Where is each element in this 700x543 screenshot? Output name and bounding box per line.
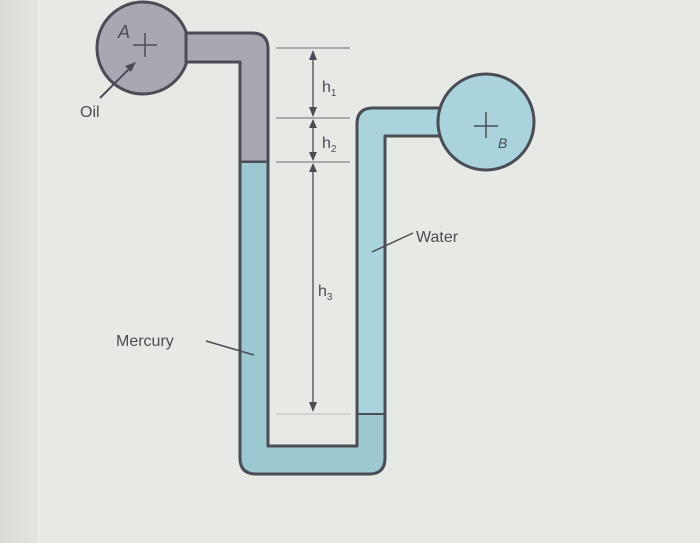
u-tube-bottom	[240, 414, 385, 474]
oil-tube	[184, 31, 270, 164]
water-leader	[371, 232, 414, 253]
mercury-label: Mercury	[116, 333, 174, 350]
h2-label: h2	[322, 135, 337, 155]
h2-arrow-top	[309, 119, 317, 128]
h3-arrow-bottom	[309, 402, 317, 412]
h2-arrow-bottom	[309, 152, 317, 161]
background-strip	[0, 0, 38, 543]
h1-arrow-bottom	[309, 107, 317, 117]
water-right-leg	[357, 108, 448, 414]
vessel-a-label: A	[117, 22, 130, 42]
mercury-leader	[205, 340, 255, 356]
h3-arrow-top	[309, 163, 317, 172]
tube-outline-inner	[266, 106, 448, 448]
oil-leader	[99, 64, 134, 99]
h1-arrow-top	[309, 50, 317, 60]
water-label: Water	[416, 229, 459, 246]
tube-outline-outer	[238, 62, 448, 476]
oil-leader-arrow	[125, 62, 136, 72]
oil-label: Oil	[80, 104, 100, 121]
mercury-left-leg	[240, 162, 268, 442]
vessel-a	[95, 0, 191, 96]
h3-label: h3	[318, 283, 333, 303]
vessel-b-label: B	[498, 135, 507, 151]
h1-label: h1	[322, 79, 337, 99]
